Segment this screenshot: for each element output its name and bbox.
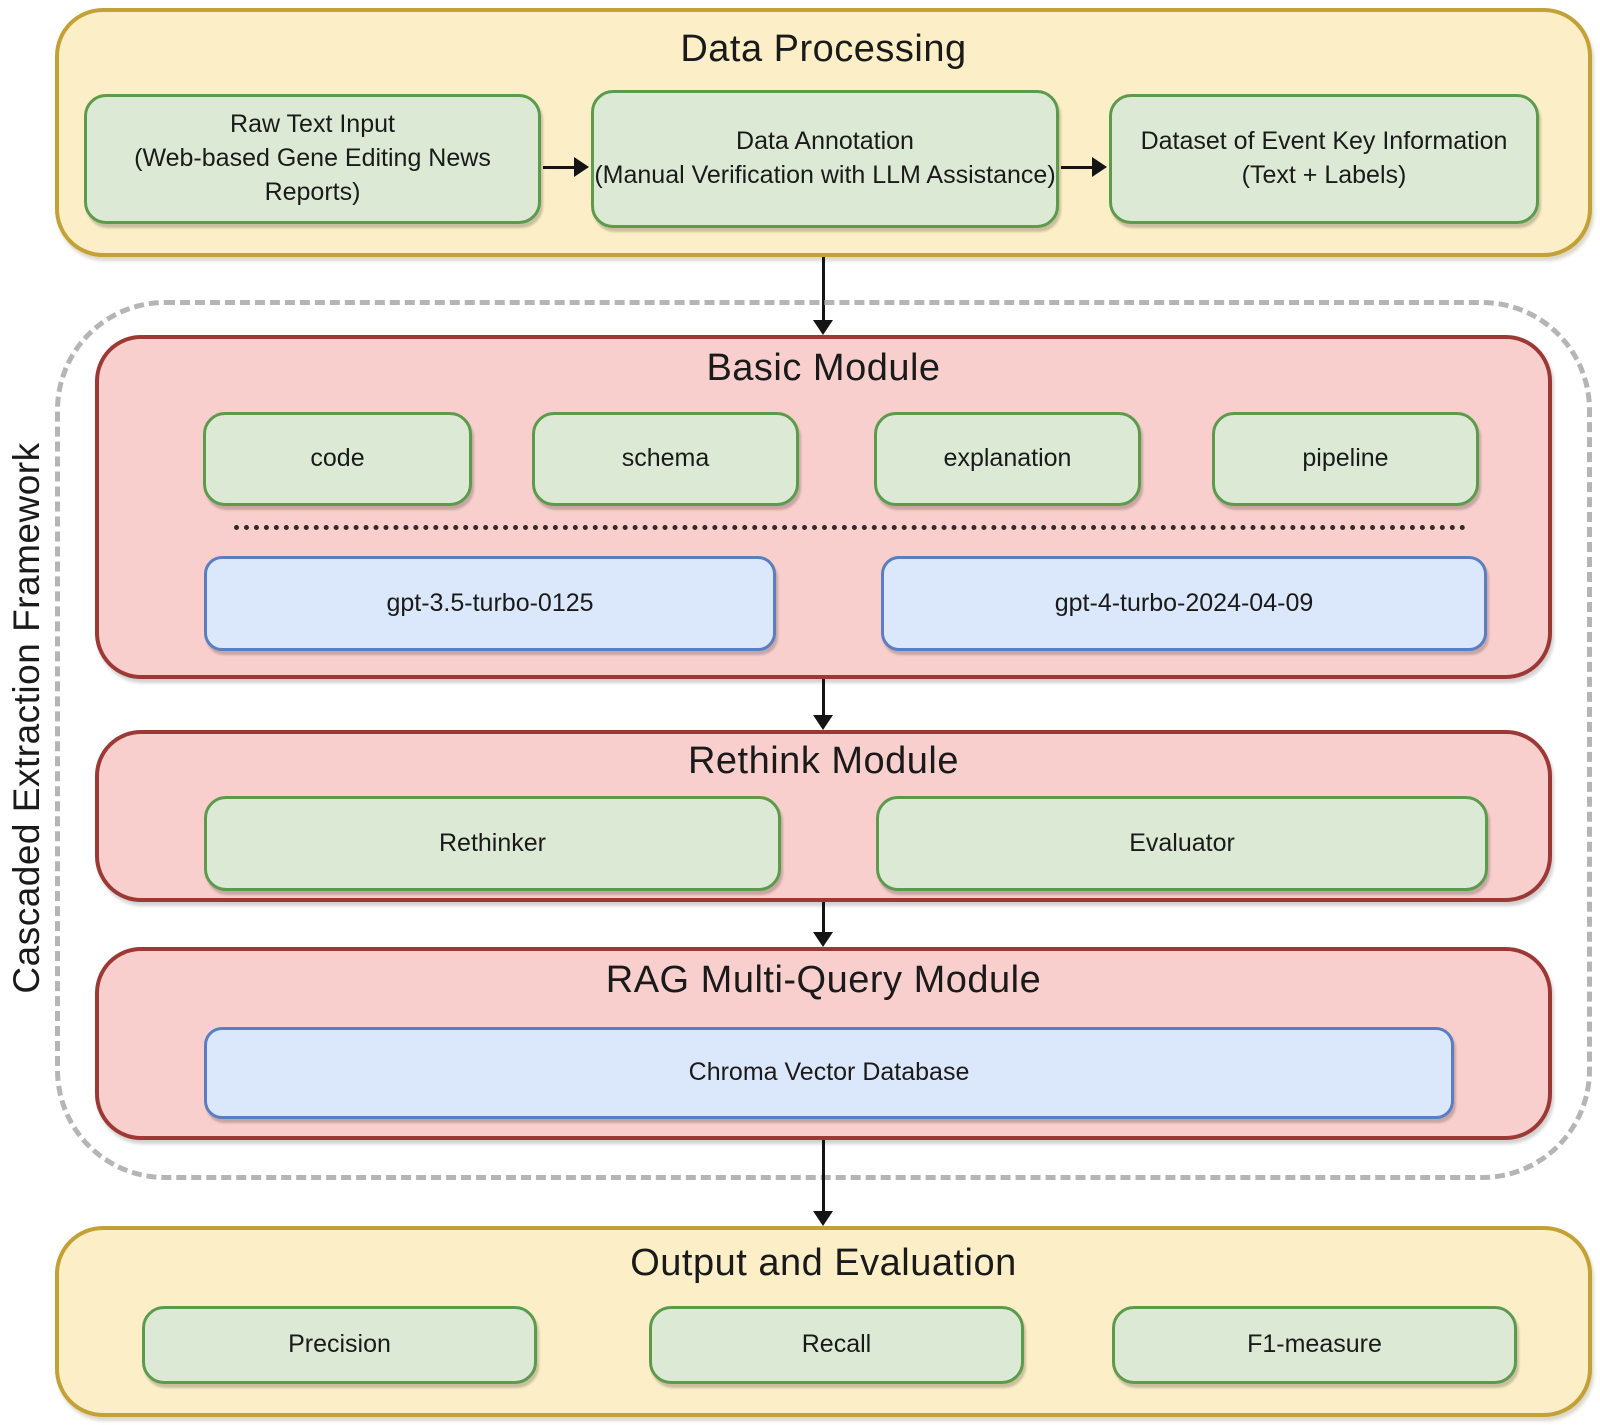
dotted-separator [234,525,1466,530]
arrow-right-icon [543,157,589,177]
model-box-gpt35: gpt-3.5-turbo-0125 [204,556,776,651]
prompt-schema-label: schema [621,444,710,473]
prompt-pipeline-label: pipeline [1302,444,1389,473]
arrow-down-icon [813,902,833,947]
model-box-gpt4: gpt-4-turbo-2024-04-09 [881,556,1487,651]
recall-box: Recall [649,1306,1024,1384]
rag-module-container: RAG Multi-Query Module Chroma Vector Dat… [95,947,1552,1140]
basic-module-container: Basic Module code schema explanation pip… [95,335,1552,679]
prompt-box-code: code [203,412,472,506]
data-processing-container: Data Processing Raw Text Input (Web-base… [55,8,1592,257]
data-annotation-line2: (Manual Verification with LLM Assistance… [594,161,1056,189]
chroma-vector-database-box: Chroma Vector Database [204,1027,1454,1119]
f1-measure-box: F1-measure [1112,1306,1517,1384]
arrow-right-icon [1061,157,1107,177]
prompt-box-pipeline: pipeline [1212,412,1479,506]
raw-text-input-line2: (Web-based Gene Editing News Reports) [134,144,491,206]
model-gpt4-label: gpt-4-turbo-2024-04-09 [1054,588,1314,617]
recall-label: Recall [801,1330,872,1359]
data-processing-title: Data Processing [680,28,967,70]
output-evaluation-container: Output and Evaluation Precision Recall F… [55,1226,1592,1417]
dataset-box: Dataset of Event Key Information (Text +… [1109,94,1539,224]
model-gpt35-label: gpt-3.5-turbo-0125 [386,588,594,617]
prompt-box-explanation: explanation [874,412,1141,506]
raw-text-input-box: Raw Text Input (Web-based Gene Editing N… [84,94,541,224]
f1-measure-label: F1-measure [1247,1330,1382,1359]
precision-label: Precision [288,1330,391,1359]
rethinker-label: Rethinker [439,828,546,857]
rethink-module-container: Rethink Module Rethinker Evaluator [95,730,1552,902]
data-annotation-line1: Data Annotation [736,127,914,156]
chroma-vector-database-label: Chroma Vector Database [688,1058,970,1087]
raw-text-input-line1: Raw Text Input [230,110,395,139]
arrow-down-icon [813,679,833,730]
rethinker-box: Rethinker [204,796,781,891]
dataset-line1: Dataset of Event Key Information [1140,127,1508,156]
prompt-box-schema: schema [532,412,799,506]
basic-module-title: Basic Module [706,347,941,389]
output-evaluation-title: Output and Evaluation [630,1242,1017,1284]
evaluator-box: Evaluator [876,796,1488,891]
cascaded-framework-label: Cascaded Extraction Framework [6,442,47,994]
arrow-down-icon [813,1140,833,1226]
rethink-module-title: Rethink Module [687,740,960,782]
precision-box: Precision [142,1306,537,1384]
data-annotation-box: Data Annotation (Manual Verification wit… [591,90,1059,228]
evaluator-label: Evaluator [1129,828,1235,857]
dataset-line2: (Text + Labels) [1241,161,1407,189]
rag-module-title: RAG Multi-Query Module [605,959,1042,1001]
prompt-explanation-label: explanation [943,444,1072,473]
arrow-down-icon [813,257,833,335]
prompt-code-label: code [310,444,365,473]
